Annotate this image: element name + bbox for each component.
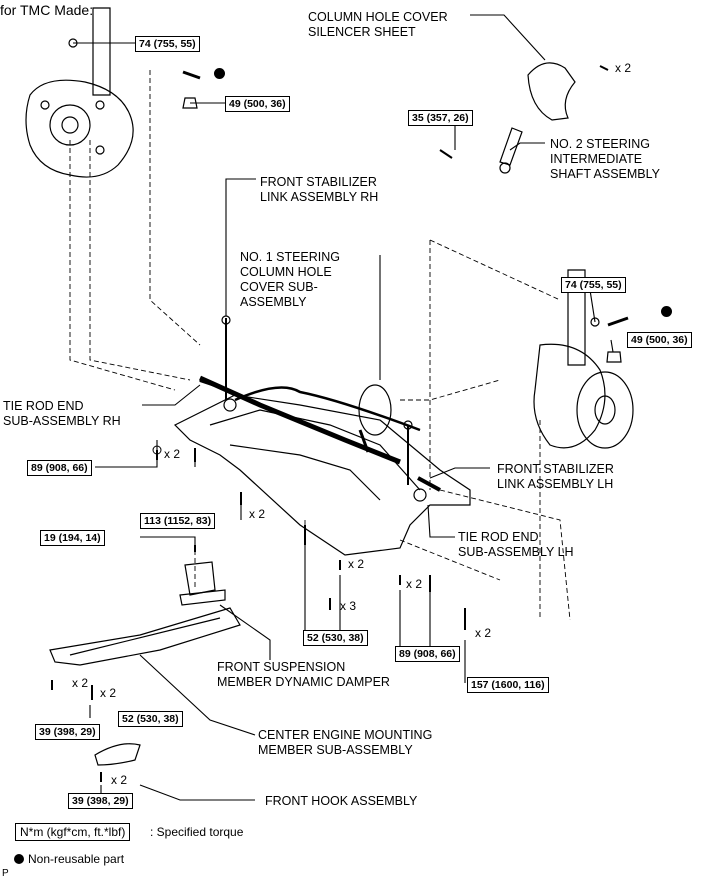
stabilizer-link-lh [403,420,413,485]
torque-74-rh: 74 (755, 55) [135,36,200,52]
torque-39-b: 39 (398, 29) [68,793,133,809]
torque-49-rh: 49 (500, 36) [225,96,290,112]
label-no1-steering-column-cover: NO. 1 STEERING COLUMN HOLE COVER SUB- AS… [240,250,341,309]
qty-center-3: x 3 [340,599,357,613]
center-engine-mount-part [49,607,241,700]
label-front-stabilizer-link-lh: FRONT STABILIZER LINK ASSEMBLY LH [497,462,614,491]
torque-52-center: 52 (530, 38) [303,630,368,646]
rh-fasteners [68,38,201,109]
non-reusable-marker-rh [214,68,225,79]
dashed-guide-lines [69,70,571,621]
non-reusable-marker-lh [661,306,672,317]
label-tie-rod-end-rh: TIE ROD END SUB-ASSEMBLY RH [3,399,121,428]
steering-rack-part [198,375,401,465]
qty-89-lh: x 2 [406,577,423,591]
qty-center-2: x 2 [348,557,365,571]
stabilizer-link-rh [221,315,231,400]
torque-52-lower: 52 (530, 38) [118,711,183,727]
rh-knuckle-assembly [25,7,134,178]
legend-torque-unit: N*m (kgf*cm, ft.*lbf) [15,823,131,841]
qty-39-b: x 2 [111,773,128,787]
qty-silencer: x 2 [615,61,632,75]
qty-89-rh: x 2 [164,447,181,461]
torque-157: 157 (1600, 116) [467,677,549,693]
page-title: for TMC Made: [0,2,94,18]
suspension-crossmember [173,394,471,556]
qty-157: x 2 [475,626,492,640]
stabilizer-bar-part [234,386,421,432]
torque-74-lh: 74 (755, 55) [561,277,626,293]
label-front-hook: FRONT HOOK ASSEMBLY [265,794,418,808]
legend-nonreusable-text: Non-reusable part [28,852,125,866]
front-hook-part [94,743,141,782]
label-center-engine-mounting: CENTER ENGINE MOUNTING MEMBER SUB-ASSEMB… [258,728,433,757]
steering-shaft-part [439,127,523,174]
qty-39-a: x 2 [72,676,89,690]
label-no2-steering-shaft: NO. 2 STEERING INTERMEDIATE SHAFT ASSEMB… [550,137,660,181]
torque-113: 113 (1152, 83) [140,513,216,529]
torque-19: 19 (194, 14) [40,530,105,546]
footer-code: P [2,868,9,879]
label-column-hole-cover-silencer: COLUMN HOLE COVER SILENCER SHEET [308,10,448,39]
tie-rod-end-lh-part [417,476,441,492]
torque-89-lh: 89 (908, 66) [395,646,460,662]
dynamic-damper-part [179,545,226,606]
legend-nonreusable-dot [14,854,24,864]
torque-35: 35 (357, 26) [408,110,473,126]
label-front-suspension-damper: FRONT SUSPENSION MEMBER DYNAMIC DAMPER [217,660,390,689]
torque-49-lh: 49 (500, 36) [627,332,692,348]
torque-89-rh: 89 (908, 66) [27,460,92,476]
qty-113: x 2 [249,507,266,521]
legend-torque-text: : Specified torque [150,825,244,839]
label-front-stabilizer-link-rh: FRONT STABILIZER LINK ASSEMBLY RH [260,175,379,204]
silencer-sheet-part [527,62,609,121]
label-tie-rod-end-lh: TIE ROD END SUB-ASSEMBLY LH [458,530,574,559]
tie-rod-end-rh-part [199,378,216,387]
qty-52: x 2 [100,686,117,700]
torque-39-a: 39 (398, 29) [35,724,100,740]
lh-knuckle-assembly [533,269,634,449]
crossmember-bolts [152,445,466,630]
